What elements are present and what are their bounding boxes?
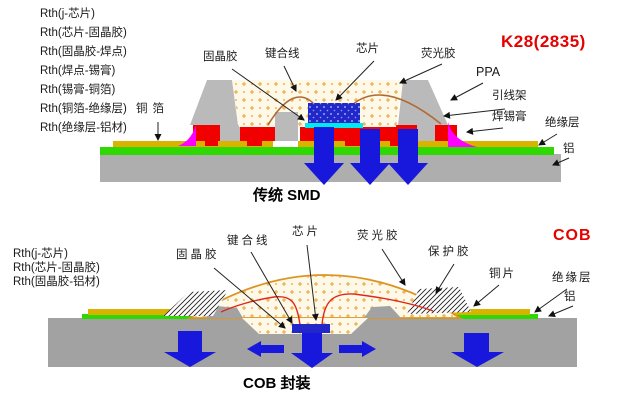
smd-chip	[308, 103, 360, 123]
smd-copper-foil-label: 铜箔	[136, 103, 169, 115]
smd-ppa-label: PPA	[476, 65, 501, 79]
cob-phosphor-label: 荧光胶	[357, 230, 401, 242]
smd-rth-item: Rth(铜箔-绝缘层)	[40, 103, 127, 115]
smd-die-attach-layer	[305, 123, 363, 128]
smd-rth-item: Rth(j-芯片)	[40, 8, 95, 20]
cob-insulation-layer	[82, 314, 538, 319]
smd-caption: 传统 SMD	[253, 187, 321, 204]
cob-protective-glue-label: 保护胶	[428, 246, 472, 258]
smd-cross-section	[100, 60, 570, 185]
cob-chip-label: 芯片	[292, 226, 321, 238]
cob-rth-item: Rth(固晶胶-铝材)	[13, 276, 100, 288]
cob-copper-sheet-label: 铜片	[489, 268, 516, 280]
smd-ppa-center-support	[275, 112, 298, 141]
smd-solder-paste-fillets	[178, 122, 477, 147]
smd-lead-frame-label: 引线架	[492, 90, 527, 102]
smd-ppa-housing	[190, 80, 448, 141]
smd-heat-flow-arrows	[304, 127, 428, 185]
cob-bond-wire-label: 键合线	[227, 235, 271, 247]
smd-leader-arrows	[154, 60, 570, 166]
cob-rth-item: Rth(芯片-固晶胶)	[13, 262, 100, 274]
smd-rth-item: Rth(绝缘层-铝材)	[40, 122, 127, 134]
cob-insulation-label: 绝缘层	[552, 272, 593, 284]
cob-chip	[292, 324, 330, 333]
smd-ppa-left-wall	[190, 80, 238, 125]
smd-rth-item: Rth(固晶胶-焊点)	[40, 46, 127, 58]
cob-cross-section	[48, 244, 577, 368]
smd-ppa-right-wall	[398, 80, 448, 125]
smd-solder-paste-label: 焊锡膏	[492, 111, 527, 123]
smd-rth-item: Rth(锡膏-铜箔)	[40, 84, 116, 96]
cob-die-attach-label: 固晶胶	[176, 249, 220, 261]
cob-caption: COB 封装	[243, 375, 311, 392]
smd-chip-label: 芯片	[356, 43, 379, 55]
smd-phosphor-label: 荧光胶	[421, 48, 456, 60]
smd-package-badge: K28(2835)	[501, 32, 586, 51]
smd-insulation-label: 绝缘层	[545, 117, 580, 129]
smd-rth-item: Rth(芯片-固晶胶)	[40, 27, 127, 39]
smd-rth-item: Rth(焊点-锡膏)	[40, 65, 116, 77]
cob-aluminum-label: 铝	[564, 291, 576, 303]
smd-bond-wire-label: 键合线	[265, 48, 300, 60]
cob-rth-item: Rth(j-芯片)	[13, 248, 68, 260]
smd-bond-wires	[267, 94, 442, 126]
cob-bond-wires	[220, 293, 434, 326]
smd-die-attach-label: 固晶胶	[203, 51, 238, 63]
smd-aluminum-label: 铝	[563, 143, 575, 155]
cob-leader-arrows	[213, 244, 574, 329]
cob-heat-flow-arrows	[164, 331, 504, 368]
cob-package-badge: COB	[553, 227, 592, 244]
